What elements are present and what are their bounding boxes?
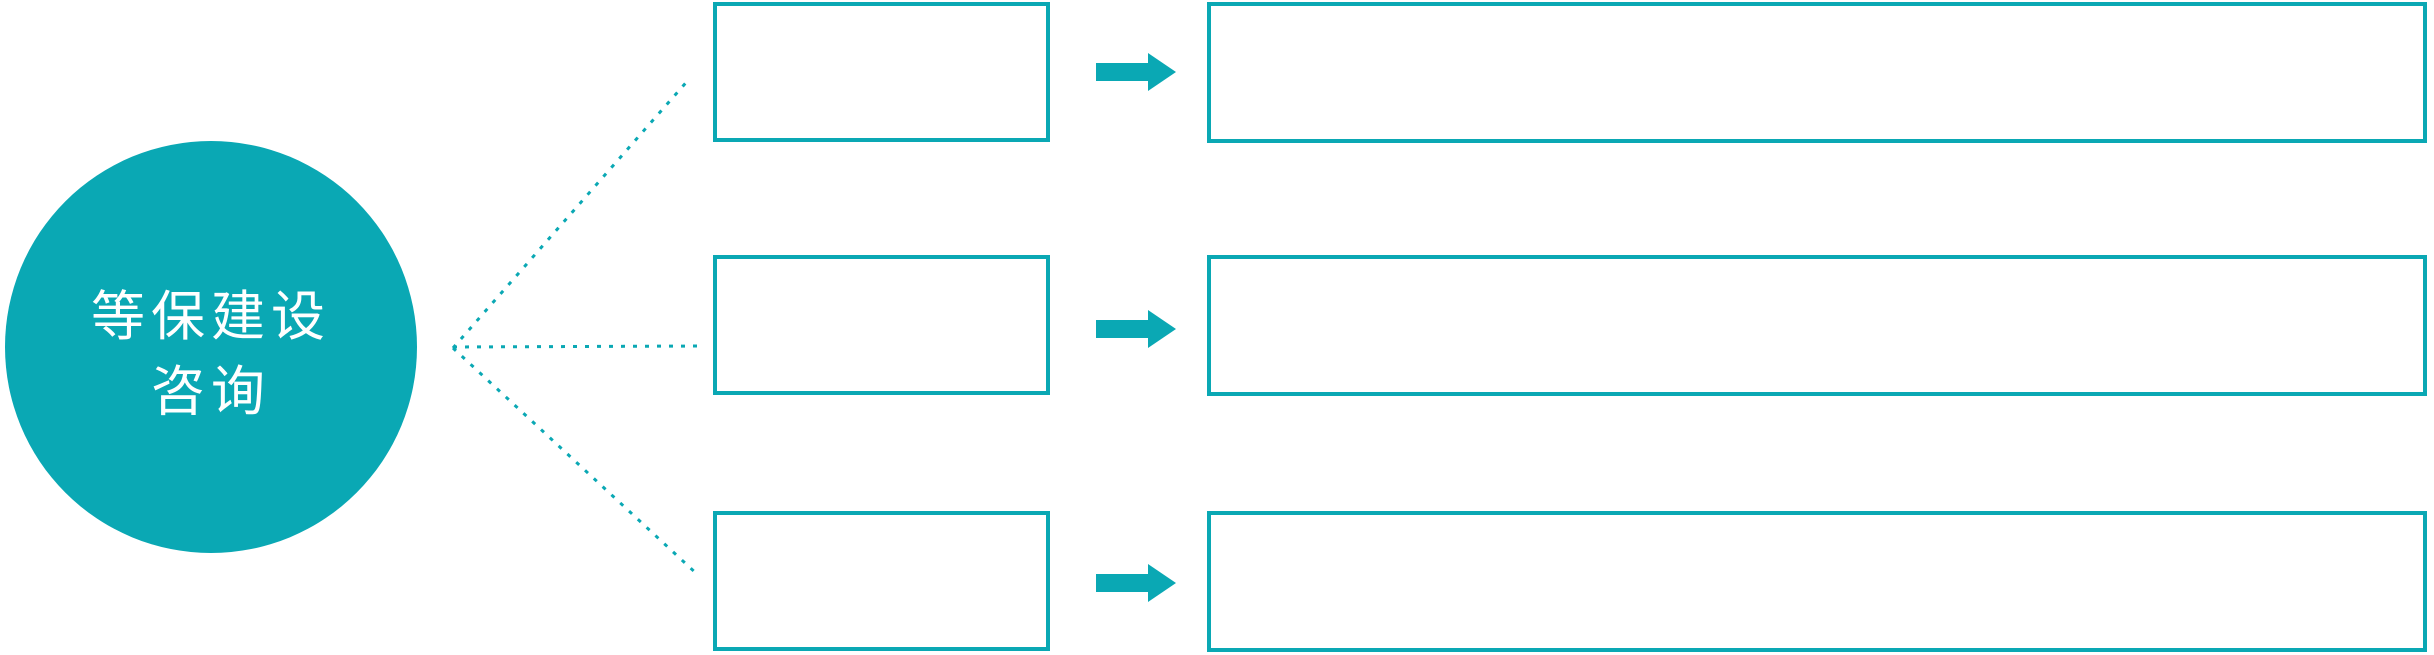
small-box-3 [713,511,1050,651]
root-node-circle: 等保建设 咨询 [5,141,417,553]
arrow-right-shape [1096,310,1176,348]
arrow-right-icon [1096,53,1176,91]
root-node-label-line2: 咨询 [151,362,271,422]
arrow-right-shape [1096,53,1176,91]
connector-line-bottom [451,346,700,577]
large-box-3 [1207,511,2427,652]
large-box-1 [1207,2,2427,143]
connector-line-middle [452,344,704,349]
arrow-right-shape [1096,564,1176,602]
large-box-2 [1207,255,2427,396]
arrow-right-icon [1096,310,1176,348]
small-box-1 [713,2,1050,142]
root-node-label-line1: 等保建设 [91,287,331,347]
connector-line-top [451,77,692,349]
arrow-right-icon [1096,564,1176,602]
small-box-2 [713,255,1050,395]
